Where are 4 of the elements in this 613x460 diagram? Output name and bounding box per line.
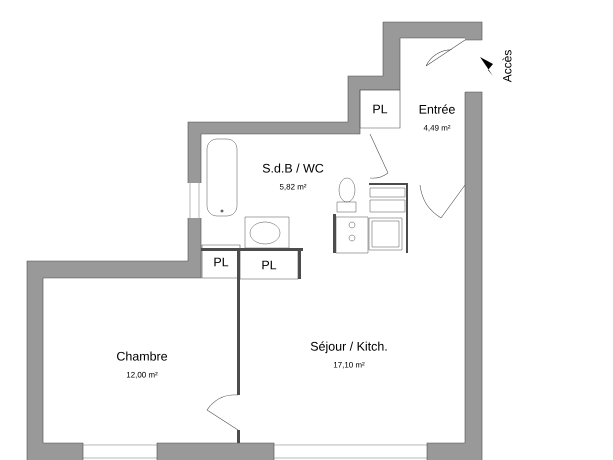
closet-label: PL [262,260,276,270]
access-label: Accès [502,50,512,82]
closet-label: PL [373,104,388,114]
closet-label: PL [214,258,228,266]
